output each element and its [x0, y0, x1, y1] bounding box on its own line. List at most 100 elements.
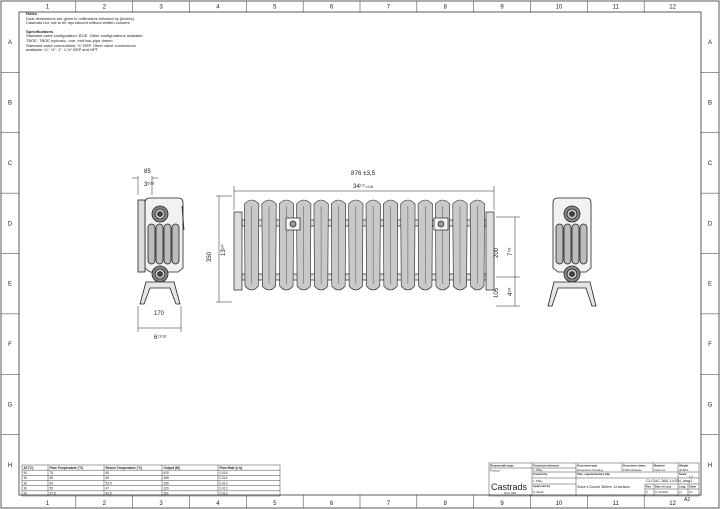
- grid-column-label: 1: [46, 5, 50, 11]
- material-label: Material: [654, 464, 665, 468]
- table-cell: 42,5: [106, 492, 112, 496]
- notes-line: Dual dimensions are given in millimetres…: [26, 15, 135, 21]
- grid-column-label: 2: [103, 501, 107, 507]
- grid-row-label: D: [8, 221, 13, 227]
- length-mm-label: 876 ±3,5: [351, 170, 376, 177]
- table-cell: 0,014: [220, 476, 228, 480]
- specifications-heading: Specifications: [26, 28, 54, 34]
- height-inch-label: 133/4: [221, 244, 228, 256]
- table-cell: 30: [24, 481, 28, 485]
- created-by-label: Created by: [533, 472, 548, 476]
- approved-by-value: N. Bouhi: [533, 490, 544, 494]
- notes-line: Castrads Ltd, not to be reproduced witho…: [26, 20, 130, 26]
- table-cell: 20: [24, 492, 28, 496]
- foot-dimension: [137, 306, 182, 332]
- grid-column-label: 8: [444, 501, 448, 507]
- table-cell: 326: [164, 487, 170, 491]
- grid-column-label: 5: [273, 5, 277, 11]
- scale-label: Scale: [679, 472, 687, 476]
- table-cell: 0,013: [220, 487, 228, 491]
- grid-column-label: 3: [159, 5, 163, 11]
- table-header-cell: Flow Temperature (°C): [50, 466, 84, 470]
- lang-value: en: [679, 491, 682, 494]
- spec-line: TBOE, TBOE hydronic, one- end two-pipe d…: [26, 37, 114, 43]
- grid-row-label: F: [708, 342, 712, 348]
- spec-line: available: ¾", ½", 1", 1-½" BSP and NPT: [26, 47, 99, 53]
- table-cell: 40: [24, 476, 28, 480]
- grid-column-label: 8: [444, 5, 448, 11]
- grid-row-label: B: [8, 101, 12, 107]
- floor-mm-label: 105: [494, 287, 500, 298]
- grid-column-label: 4: [216, 5, 220, 11]
- grid-column-label: 11: [613, 5, 620, 11]
- depth-mm-label: 85: [144, 169, 151, 175]
- grid-column-label: 7: [387, 5, 391, 11]
- front-view: [233, 199, 495, 291]
- grid-row-label: C: [708, 161, 713, 167]
- date-label: Date of issue: [655, 485, 672, 489]
- grid-column-label: 2: [103, 5, 107, 11]
- grid-row-label: H: [708, 463, 712, 469]
- height-mm-label: 350: [207, 251, 213, 262]
- grid-column-label: 1: [46, 501, 50, 507]
- grid-row-label: A: [8, 40, 12, 46]
- centres-inch-label: 77/8: [508, 248, 515, 256]
- castrads-logo-sub: Since 1999: [504, 492, 517, 495]
- table-cell: 336: [164, 481, 170, 485]
- table-cell: 0,015: [220, 471, 228, 475]
- spec-line: Standard valve configuration: BOE. Other…: [26, 33, 144, 39]
- table-header-cell: Return Temperature (°C): [106, 466, 143, 470]
- centres-mm-label: 200: [494, 247, 500, 258]
- date-value: 11.12.2023: [655, 490, 668, 494]
- table-cell: 65: [106, 471, 110, 475]
- responsible-dept-label: Responsible dept.: [490, 464, 514, 468]
- table-cell: 75: [50, 471, 54, 475]
- grid-column-label: 3: [159, 501, 163, 507]
- table-cell: 466: [164, 476, 170, 480]
- grid-column-label: 7: [387, 501, 391, 507]
- grid-column-label: 10: [556, 5, 563, 11]
- responsible-dept-value: Product: [490, 469, 500, 473]
- table-cell: 53,5: [106, 481, 112, 485]
- document-status-label: Document status: [623, 464, 646, 468]
- output-table: ΔT(°C)Flow Temperature (°C)Return Temper…: [21, 464, 281, 497]
- drawing-title: Grace II Column 360mm, 14 sections.: [577, 485, 631, 489]
- grid-column-label: 10: [556, 501, 563, 507]
- front-dimension-lines: [216, 186, 520, 307]
- table-cell: 47: [106, 487, 110, 491]
- grid-column-label: 12: [669, 501, 676, 507]
- rev-value: A: [646, 490, 648, 494]
- side-view-left: [137, 197, 185, 305]
- weight-value: 46.8KG: [679, 468, 689, 472]
- table-cell: 47,5: [50, 492, 56, 496]
- table-cell: 60: [50, 481, 54, 485]
- radiator-sections: [244, 199, 485, 291]
- lang-label: Lang.: [679, 485, 686, 489]
- grid-row-label: E: [8, 282, 12, 288]
- grid-row-label: F: [8, 342, 12, 348]
- grid-row-label: H: [8, 463, 12, 469]
- grid-row-label: E: [708, 282, 712, 288]
- grid-row-label: D: [708, 221, 713, 227]
- created-by-value: J. Pillay: [533, 479, 543, 483]
- grid-row-label: B: [708, 101, 712, 107]
- table-cell: 0,013: [220, 481, 228, 485]
- sheet-label: Sheet: [689, 485, 696, 489]
- grid-row-label: A: [708, 40, 712, 46]
- grid-column-label: 6: [330, 501, 334, 507]
- weight-label: Weight: [679, 464, 688, 468]
- table-cell: 55: [106, 476, 110, 480]
- document-number: CI-GAC-360-14-EN_dwg1: [646, 478, 693, 483]
- depth-inch-label: 35/16: [144, 182, 154, 189]
- sheet-value: 1/1: [689, 490, 693, 494]
- notes-heading: Notes: [26, 11, 38, 16]
- document-status-value: Public Release: [623, 468, 642, 472]
- depth-dimension: [132, 176, 158, 195]
- table-cell: 201: [164, 492, 170, 496]
- technical-reference-label: Technical reference: [533, 464, 560, 468]
- grid-column-label: 9: [500, 5, 504, 11]
